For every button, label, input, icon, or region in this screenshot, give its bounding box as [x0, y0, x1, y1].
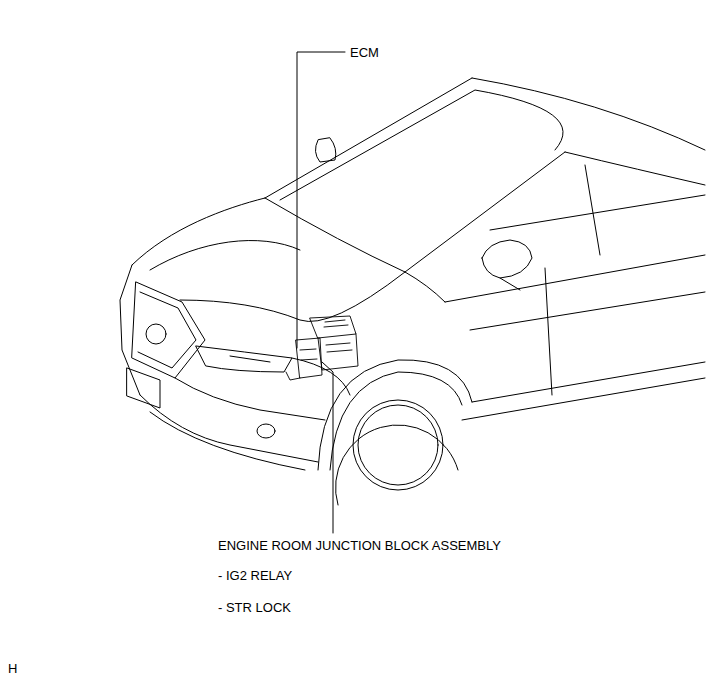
line-art [146, 324, 166, 344]
line-art [257, 424, 275, 438]
car-body [120, 78, 705, 505]
line-art [472, 362, 705, 402]
line-art [445, 255, 705, 302]
line-art [405, 152, 565, 272]
line-art [490, 195, 705, 230]
line-art [265, 198, 405, 272]
line-art [300, 349, 317, 360]
line-art [296, 338, 322, 378]
line-art [310, 316, 356, 338]
line-art [230, 356, 270, 362]
line-art [470, 292, 705, 330]
line-art [180, 272, 405, 321]
line-art [315, 138, 335, 162]
line-art [297, 52, 345, 348]
line-art [322, 362, 333, 533]
line-art [324, 320, 352, 352]
line-art [138, 292, 196, 368]
line-art [500, 278, 520, 290]
leader-line [297, 52, 345, 533]
part-name: ECM [350, 45, 379, 60]
line-art [120, 265, 140, 395]
line-art [127, 368, 160, 408]
line-art [150, 412, 305, 470]
part-name: - IG2 RELAY [218, 568, 292, 583]
line-art [132, 198, 265, 265]
part-name: ENGINE ROOM JUNCTION BLOCK ASSEMBLY [218, 538, 501, 553]
line-art [318, 334, 358, 370]
line-art [175, 378, 325, 420]
line-art [472, 78, 705, 150]
line-art [150, 240, 300, 270]
line-art [482, 240, 532, 278]
line-art [545, 268, 552, 395]
page-code: H [8, 661, 17, 676]
line-art [462, 378, 705, 420]
line-art [280, 90, 563, 200]
line-art [353, 400, 443, 490]
line-art [132, 282, 205, 378]
line-art [358, 405, 438, 485]
line-art [265, 78, 472, 198]
line-art [286, 372, 300, 380]
line-art [140, 395, 318, 462]
line-art [585, 165, 600, 255]
line-art [405, 272, 445, 302]
line-art [318, 360, 472, 470]
line-art [196, 346, 292, 372]
part-name: - STR LOCK [218, 600, 291, 615]
